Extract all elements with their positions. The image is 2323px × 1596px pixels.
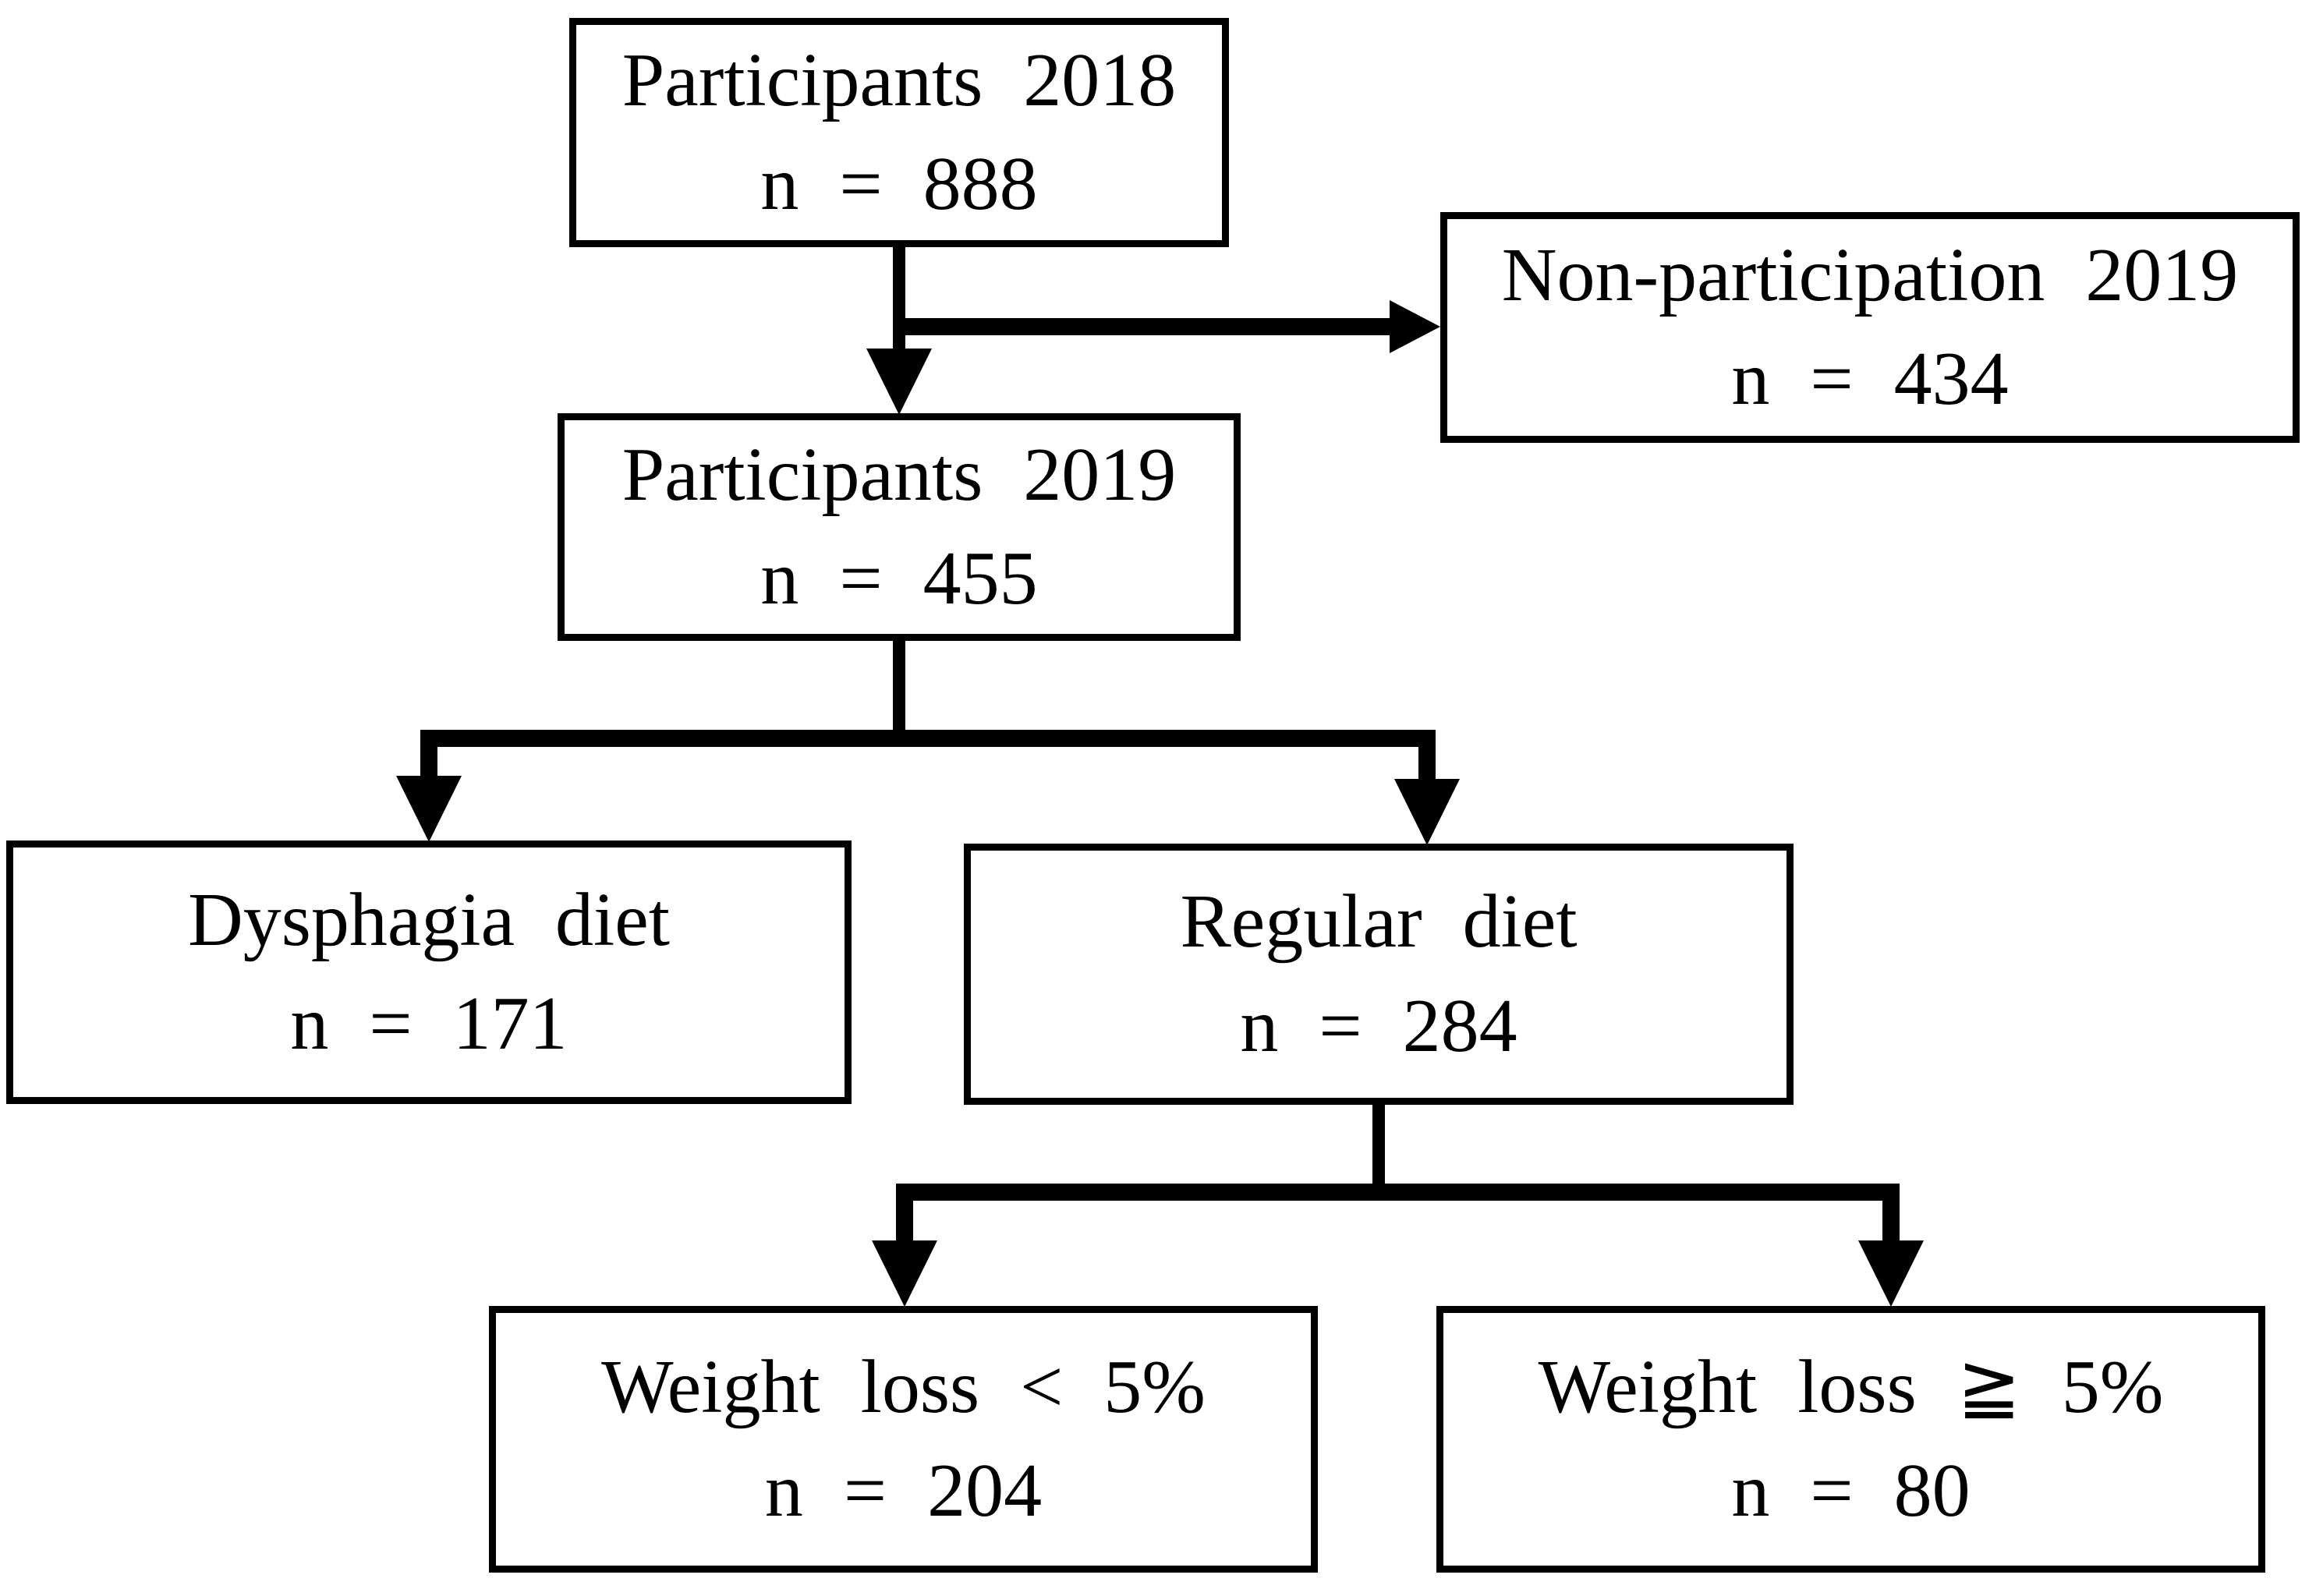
node-count: n = 171: [290, 982, 568, 1066]
node-regular-diet: Regular diet n = 284: [964, 844, 1794, 1105]
connector-to-weight-loss-5pct-or-more-line: [1882, 1199, 1900, 1241]
node-weight-loss-under-5pct: Weight loss < 5% n = 204: [489, 1306, 1318, 1573]
node-count: n = 888: [760, 142, 1038, 226]
node-dysphagia-diet: Dysphagia diet n = 171: [6, 840, 852, 1104]
node-label: Dysphagia diet: [187, 877, 671, 962]
connector-to-weight-loss-under-5pct-line: [896, 1199, 913, 1241]
node-count: n = 80: [1731, 1449, 1971, 1533]
connector-to-non-participation-line: [893, 318, 1390, 335]
node-weight-loss-5pct-or-more: Weight loss ≧ 5% n = 80: [1436, 1306, 2265, 1573]
node-count: n = 434: [1731, 337, 2009, 421]
node-participants-2019: Participants 2019 n = 455: [558, 413, 1241, 641]
node-label: Participants 2018: [621, 37, 1177, 122]
connector-to-dysphagia-line: [420, 745, 437, 777]
connector-regular-split-bar-line: [896, 1184, 1900, 1201]
arrowhead-right-to-non-participation-icon: [1390, 300, 1440, 353]
node-count: n = 204: [764, 1449, 1043, 1533]
node-count: n = 284: [1240, 983, 1517, 1068]
arrowhead-down-to-weight-loss-5pct-or-more-icon: [1858, 1240, 1924, 1307]
node-label: Participants 2019: [621, 432, 1177, 517]
arrowhead-down-to-regular-diet-icon: [1394, 779, 1460, 845]
arrowhead-down-to-participants-2019-icon: [866, 349, 932, 415]
connector-to-regular-diet-line: [1418, 745, 1436, 780]
connector-2019-split-stem-line: [893, 639, 905, 731]
node-label: Regular diet: [1180, 879, 1578, 964]
connector-regular-split-stem-line: [1372, 1103, 1385, 1187]
node-label: Weight loss < 5%: [601, 1344, 1206, 1429]
node-label: Weight loss ≧ 5%: [1538, 1344, 2164, 1429]
arrowhead-down-to-dysphagia-icon: [396, 776, 462, 842]
node-non-participation-2019: Non-participation 2019 n = 434: [1440, 212, 2300, 443]
connector-2019-split-bar-line: [420, 730, 1436, 747]
node-count: n = 455: [760, 536, 1038, 621]
node-participants-2018: Participants 2018 n = 888: [569, 18, 1229, 247]
node-label: Non-participation 2019: [1501, 232, 2239, 317]
arrowhead-down-to-weight-loss-under-5pct-icon: [872, 1240, 937, 1307]
